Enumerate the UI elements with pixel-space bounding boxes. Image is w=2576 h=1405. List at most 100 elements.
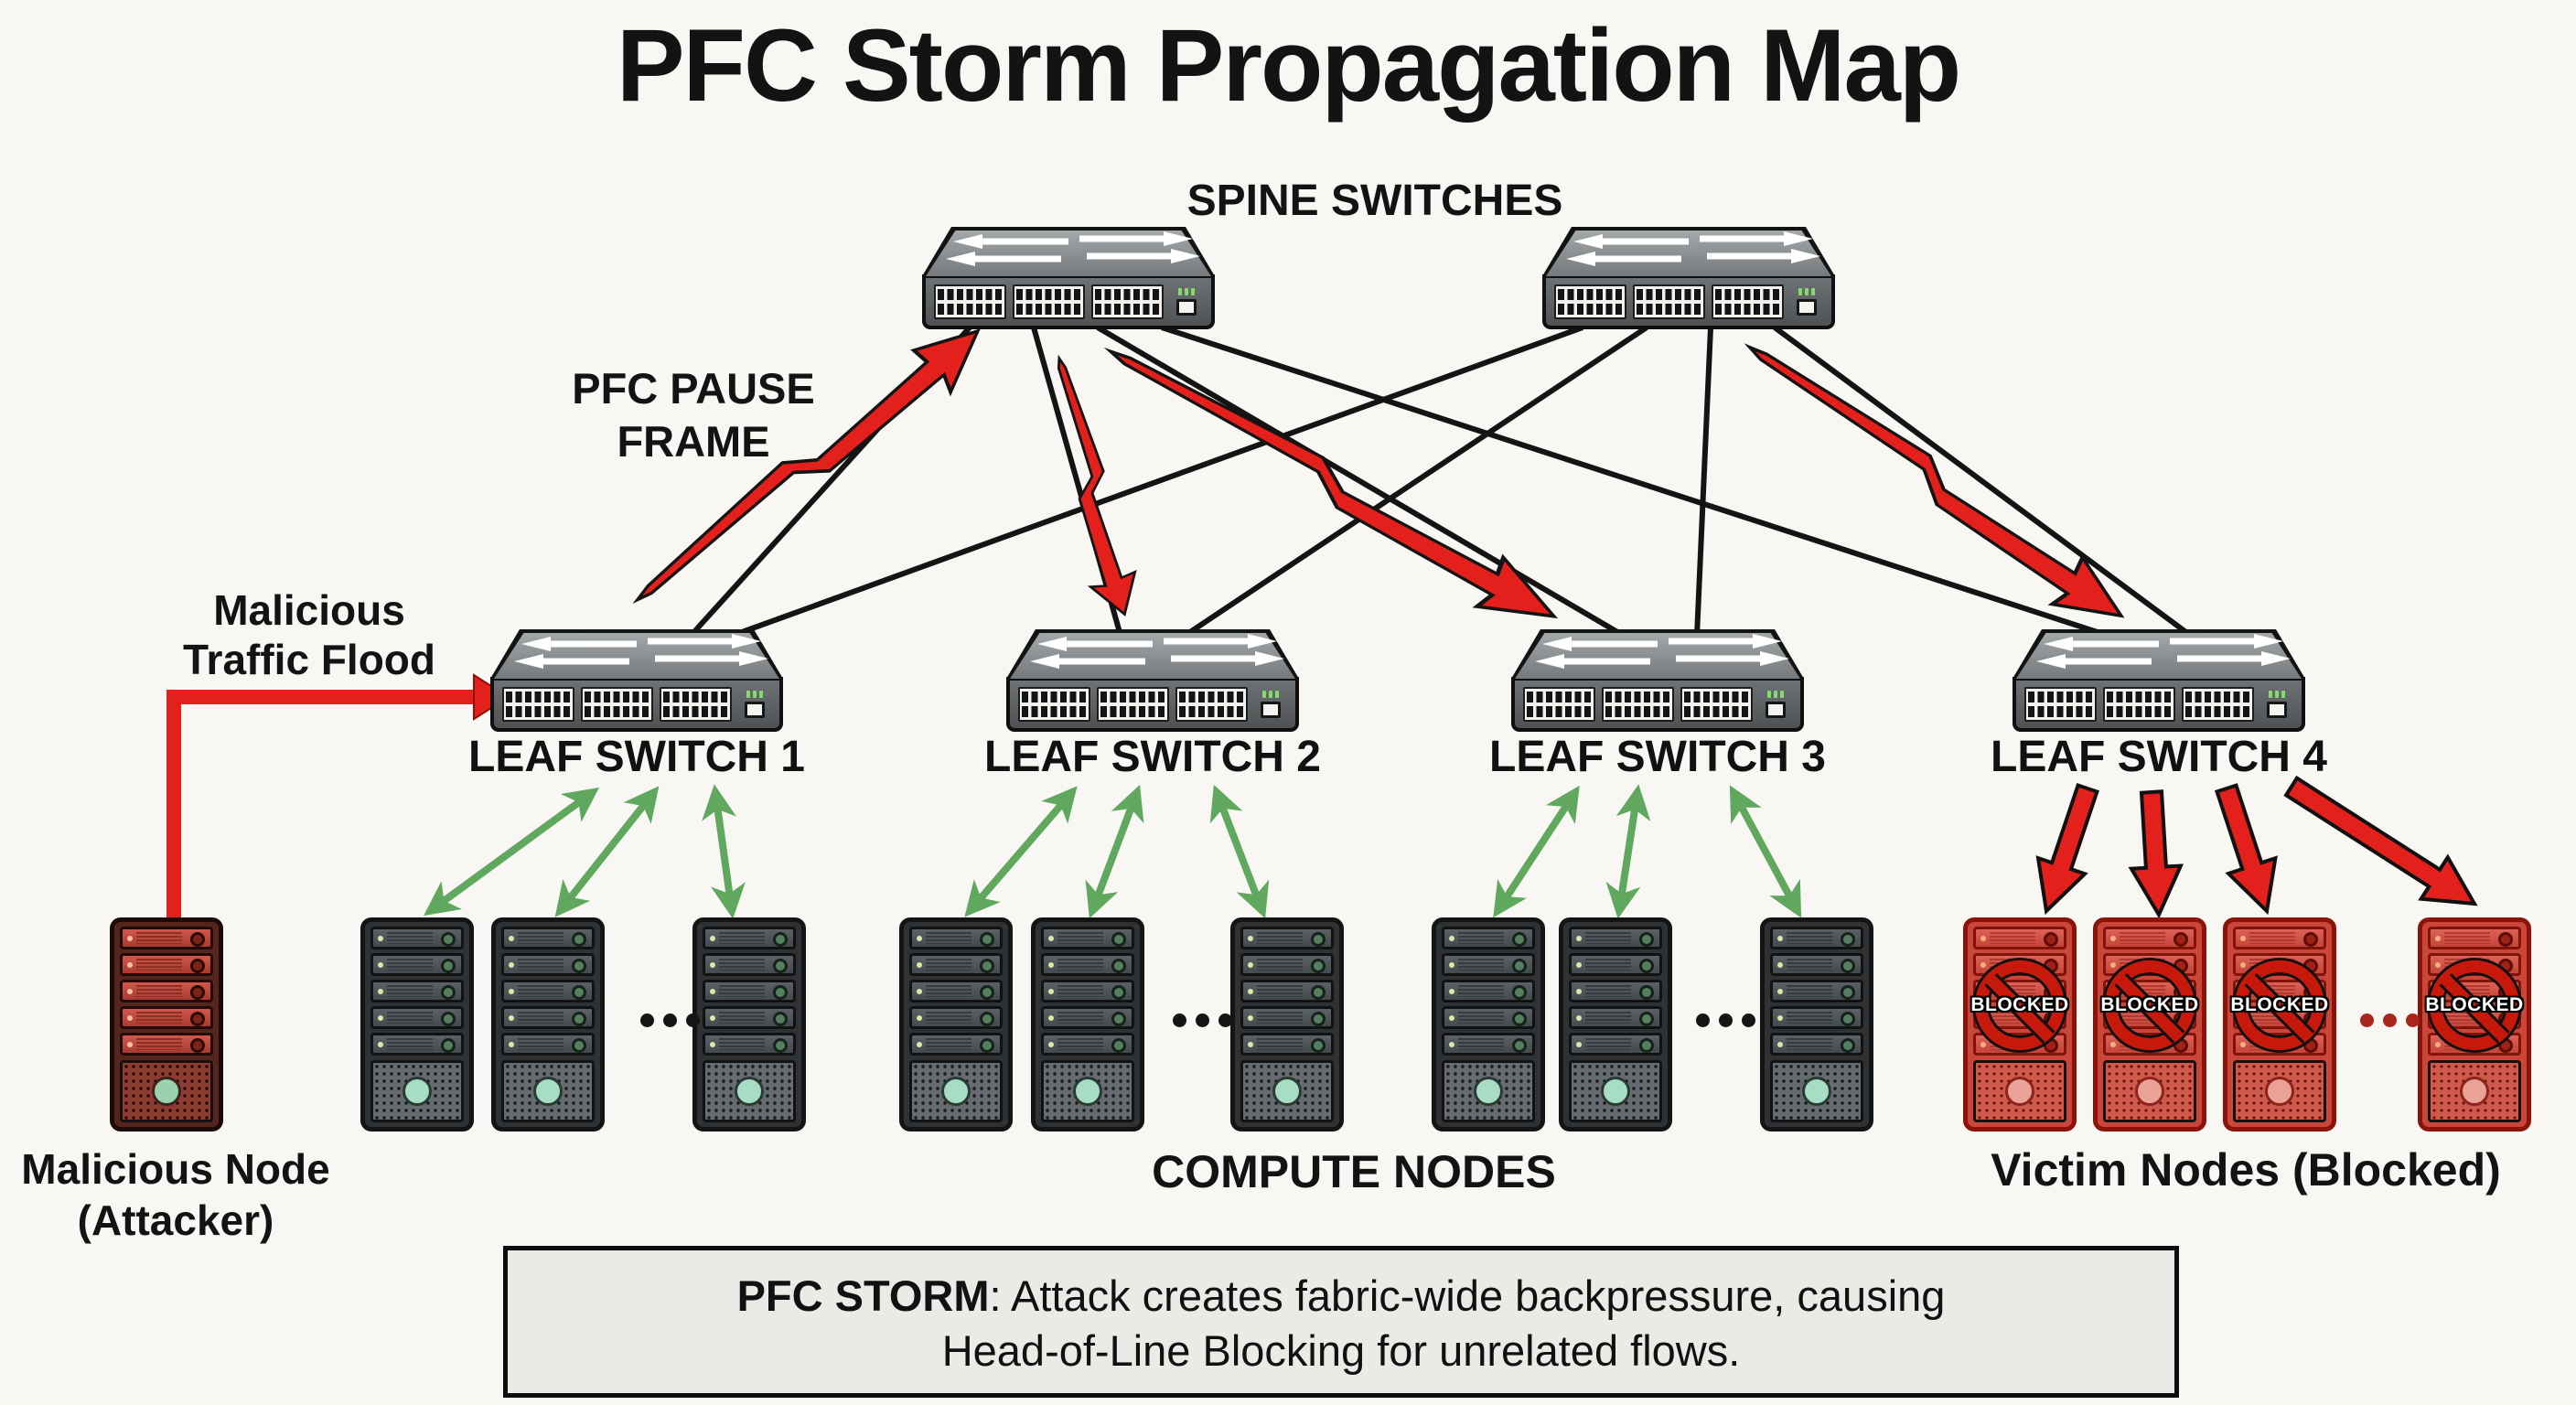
drive-button-icon <box>980 958 994 973</box>
status-leds-icon <box>1767 691 1784 698</box>
drive-bay <box>370 1033 464 1056</box>
power-button-icon <box>2265 1077 2294 1106</box>
compute-node-group2 <box>1230 917 1344 1132</box>
drive-bay <box>909 980 1003 1003</box>
led-icon <box>1449 988 1454 994</box>
drive-button-icon <box>2498 1037 2513 1053</box>
port-bank <box>1013 284 1085 319</box>
uplink-port-icon <box>745 702 765 718</box>
led-icon <box>2240 1041 2246 1047</box>
switch-front-panel <box>2012 677 2305 732</box>
healthy-traffic-arrow-icon <box>1209 784 1270 919</box>
drive-bay <box>1240 980 1334 1003</box>
switch-flow-arrows-icon <box>2036 634 2291 669</box>
malicious-traffic-flood-line1: Malicious <box>213 586 405 634</box>
malicious-node-label-line2: (Attacker) <box>77 1196 274 1244</box>
spine-switches-label: SPINE SWITCHES <box>1186 177 1563 225</box>
drive-button-icon <box>773 958 788 973</box>
vent-panel <box>1240 1060 1334 1122</box>
drive-button-icon <box>441 958 456 973</box>
pfc-pause-bolt-icon <box>1057 354 1137 617</box>
drive-bay <box>120 1006 213 1029</box>
led-icon <box>1576 935 1582 941</box>
leaf-switch-2 <box>1006 629 1299 732</box>
drive-button-icon <box>441 931 456 947</box>
led-icon <box>509 935 514 941</box>
port-bank <box>1554 284 1626 319</box>
drive-button-icon <box>441 984 456 1000</box>
drive-button-icon <box>980 984 994 1000</box>
ellipsis-dots <box>640 1014 700 1027</box>
led-icon <box>917 1014 922 1021</box>
drive-button-icon <box>1111 1011 1126 1026</box>
leaf-switch-2-label: LEAF SWITCH 2 <box>984 733 1321 781</box>
drive-bay <box>703 1006 796 1029</box>
fabric-link <box>1694 327 1713 637</box>
blocked-badge: BLOCKED <box>1970 994 2069 1015</box>
drive-bay <box>1973 927 2066 949</box>
led-icon <box>1576 961 1582 968</box>
blocked-prohibition-icon: BLOCKED <box>2425 960 2523 1050</box>
vent-panel <box>1770 1060 1863 1122</box>
drive-button-icon <box>1311 958 1326 973</box>
power-button-icon <box>1601 1077 1630 1106</box>
led-icon <box>710 988 715 994</box>
drive-button-icon <box>2174 1037 2188 1053</box>
drive-button-icon <box>190 984 205 1000</box>
led-icon <box>710 1041 715 1047</box>
drive-bay <box>1041 1033 1134 1056</box>
healthy-traffic-arrow-icon <box>424 787 599 917</box>
leaf-switch-4-label: LEAF SWITCH 4 <box>1991 733 2327 781</box>
led-icon <box>2240 961 2246 968</box>
drive-button-icon <box>1639 984 1654 1000</box>
port-bank <box>1175 687 1248 722</box>
led-icon <box>378 1014 383 1021</box>
switch-top-panel <box>922 227 1215 276</box>
fabric-link <box>1773 325 2193 638</box>
switch-front-panel <box>490 677 783 732</box>
drive-button-icon <box>980 1011 994 1026</box>
led-icon <box>1048 935 1054 941</box>
drive-bay <box>1041 927 1134 949</box>
port-bank <box>1712 284 1784 319</box>
led-icon <box>378 988 383 994</box>
blocked-traffic-arrow-icons <box>2035 775 2478 919</box>
drive-bay <box>1240 953 1334 976</box>
led-icon <box>2435 961 2441 968</box>
port-bank <box>2103 687 2175 722</box>
blocked-prohibition-icon: BLOCKED <box>1970 960 2068 1050</box>
switch-top-panel <box>490 629 783 679</box>
led-icon <box>127 961 133 968</box>
drive-bay <box>501 1006 595 1029</box>
led-icon <box>1449 1014 1454 1021</box>
drive-button-icon <box>773 984 788 1000</box>
port-bank <box>1091 284 1164 319</box>
caption-box: PFC STORM: Attack creates fabric-wide ba… <box>503 1246 2179 1398</box>
port-bank <box>1680 687 1753 722</box>
drive-bay <box>1569 980 1662 1003</box>
led-icon <box>1777 961 1783 968</box>
led-icon <box>1980 961 1986 968</box>
drive-bay <box>1442 1006 1535 1029</box>
led-icon <box>710 935 715 941</box>
drive-bay <box>909 953 1003 976</box>
led-icon <box>917 961 922 968</box>
drive-bay <box>1240 1006 1334 1029</box>
led-icon <box>1777 1014 1783 1021</box>
drive-button-icon <box>1512 1037 1527 1053</box>
drive-button-icon <box>1639 958 1654 973</box>
compute-node-group1 <box>692 917 806 1132</box>
port-bank <box>1018 687 1090 722</box>
status-leds-icon <box>746 691 763 698</box>
led-icon <box>1449 935 1454 941</box>
switch-flow-arrows-icon <box>1566 231 1820 266</box>
pfc-pause-frame-line1: PFC PAUSE <box>572 364 815 413</box>
drive-button-icon <box>572 984 586 1000</box>
drive-bay <box>370 980 464 1003</box>
led-icon <box>1248 935 1253 941</box>
drive-bay <box>1770 953 1863 976</box>
drive-button-icon <box>190 1011 205 1026</box>
port-bank <box>2024 687 2097 722</box>
vent-panel <box>370 1060 464 1122</box>
